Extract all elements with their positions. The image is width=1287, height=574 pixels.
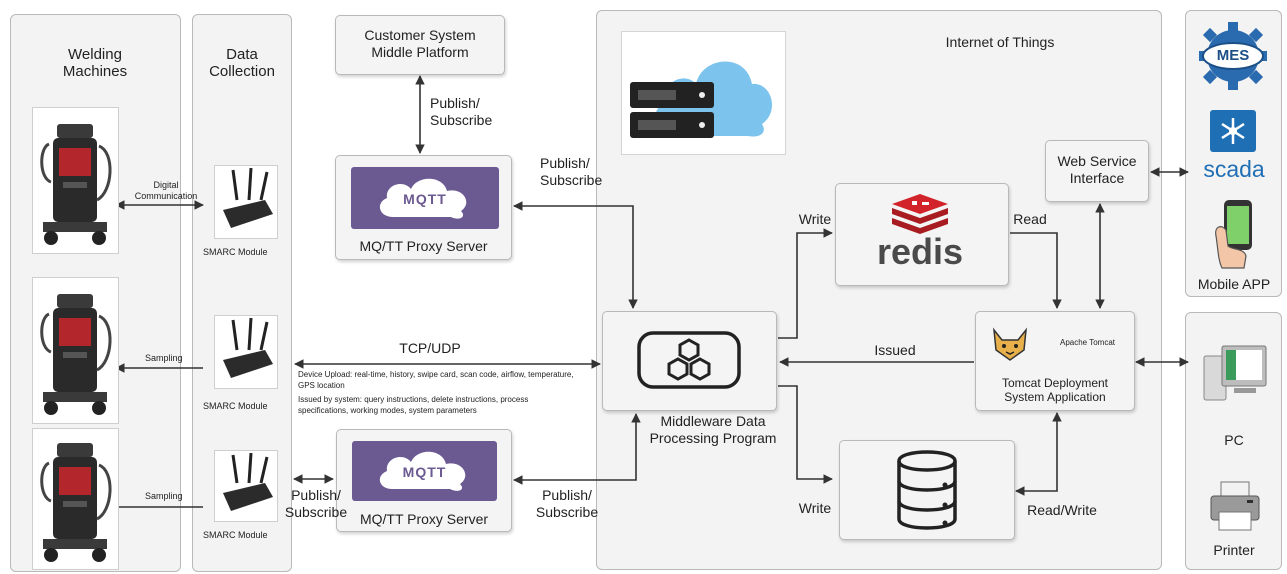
sampling-label-1: Sampling [145, 353, 183, 363]
welding-machine-1 [32, 107, 119, 254]
smarc-module-label-3: SMARC Module [203, 530, 268, 540]
tomcat-box [975, 311, 1135, 411]
mobile-app-image [1210, 196, 1260, 271]
mes-gear-icon [1199, 22, 1267, 90]
mqtt-bottom-pubsub-left: Publish/ Subscribe [284, 487, 348, 520]
iot-title: Internet of Things [945, 34, 1055, 50]
smarc-module-3 [214, 450, 278, 522]
redis-cube-icon [892, 194, 948, 234]
middleware-label: Middleware Data Processing Program [649, 413, 777, 446]
welding-machine-icon [40, 124, 112, 245]
cloud-icon [379, 451, 466, 491]
redis-read-label: Read [1013, 211, 1047, 227]
tomcat-issued-label: Issued [874, 342, 916, 358]
scada-text: scada [1203, 156, 1265, 182]
mqtt-logo-text: MQTT [402, 464, 447, 480]
mqtt-logo-bottom: MQTT [352, 441, 497, 501]
computer-icon [1203, 345, 1267, 401]
scada-logo [1210, 110, 1256, 152]
hand-phone-icon [1215, 200, 1252, 269]
tomcat-label: Tomcat Deployment System Application [1001, 376, 1109, 404]
pc-label: PC [1224, 432, 1244, 448]
digital-communication-label: Digital Communication [134, 180, 198, 201]
welding-machines-title: Welding Machines [62, 46, 128, 80]
welding-machine-2 [32, 277, 119, 424]
snowflake-icon [1221, 118, 1245, 144]
customer-pubsub-label: Publish/ Subscribe [430, 95, 493, 128]
mqtt-bottom-pubsub-right: Publish/ Subscribe [535, 487, 599, 520]
middleware-icon [636, 330, 742, 390]
database-icon [895, 447, 959, 533]
welding-machine-3 [32, 428, 119, 570]
mqtt-logo-top: MQTT [351, 167, 499, 229]
welding-machine-icon [40, 294, 112, 415]
smarc-module-label-1: SMARC Module [203, 247, 268, 257]
tomcat-cat-icon [993, 327, 1027, 361]
cloud-server-image [621, 31, 786, 155]
cloud-server-icon [630, 61, 773, 138]
mqtt-bottom-label: MQ/TT Proxy Server [359, 511, 489, 527]
mes-logo-text: MES [1216, 47, 1250, 64]
router-icon [223, 317, 273, 378]
router-icon [223, 167, 273, 228]
welding-machine-icon [40, 443, 112, 562]
redis-logo: redis [860, 192, 980, 277]
printer-label: Printer [1213, 542, 1255, 558]
smarc-module-1 [214, 165, 278, 239]
smarc-module-2 [214, 315, 278, 389]
web-service-label: Web Service Interface [1057, 153, 1137, 186]
router-icon [223, 452, 273, 511]
mqtt-top-label: MQ/TT Proxy Server [359, 238, 488, 254]
mobile-app-label: Mobile APP [1197, 276, 1271, 292]
printer-icon [1210, 481, 1260, 531]
apache-tomcat-label: Apache Tomcat [1060, 338, 1115, 347]
mqtt-top-pubsub-label: Publish/ Subscribe [540, 155, 603, 188]
printer-image [1207, 478, 1263, 534]
database-write-label: Write [798, 500, 832, 516]
redis-logo-text: redis [876, 231, 964, 272]
mqtt-logo-text: MQTT [403, 191, 447, 207]
web-service-box [1045, 140, 1149, 202]
issued-by-system-text: Issued by system: query instructions, de… [298, 395, 529, 415]
cloud-icon [379, 178, 467, 219]
database-readwrite-label: Read/Write [1027, 502, 1097, 518]
customer-system-label: Customer System Middle Platform [364, 27, 476, 60]
device-upload-text: Device Upload: real-time, history, swipe… [298, 370, 574, 390]
redis-write-label: Write [798, 211, 832, 227]
sampling-label-2: Sampling [145, 491, 183, 501]
mes-logo: MES [1197, 18, 1269, 93]
smarc-module-label-2: SMARC Module [203, 401, 268, 411]
database-stack-icon [897, 450, 957, 530]
data-collection-title: Data Collection [209, 46, 275, 80]
customer-system-box [335, 15, 505, 75]
hexagon-cluster-icon [637, 331, 741, 389]
pc-image [1200, 338, 1270, 408]
tcp-udp-label: TCP/UDP [399, 340, 461, 356]
tomcat-logo [988, 322, 1032, 366]
